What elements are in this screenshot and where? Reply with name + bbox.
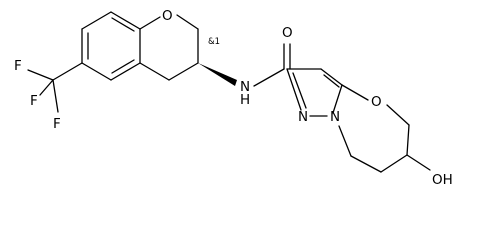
bond [341,84,369,101]
bond [39,79,54,96]
bond [111,59,135,74]
bond [139,16,161,30]
bond [81,11,112,30]
bond [176,14,199,30]
bond [111,17,135,32]
bond [27,69,54,81]
bond [52,79,59,113]
bond [323,74,340,88]
stereo-wedge [198,63,237,86]
molecule-svg: O O N H N N O OH F F F &1 [14,8,453,188]
atom-label-o-oxazepine: O [371,94,382,110]
bond [406,154,431,171]
atom-label-n-pyrazole-1: N [298,109,308,125]
bond [139,62,170,81]
wedge-bond [198,63,237,86]
atom-label-f3: F [53,116,61,132]
bond [110,62,141,81]
atom-label-h-amide: H [240,92,250,108]
bond [52,62,83,81]
structure-diagram: O O N H N N O OH F F F &1 [14,8,453,188]
bond [406,124,410,156]
bond [286,68,302,111]
bonds [27,11,431,173]
atom-label-oh: OH [432,172,453,188]
bond [110,11,141,30]
bond [320,68,343,86]
atom-label-o-amide: O [282,25,293,41]
atom-label-n-amide: N [240,79,250,95]
atom-label-f2: F [30,93,38,109]
bond [81,62,112,81]
atom-labels: O O N H N N O OH F F F &1 [14,8,453,188]
bond [168,62,199,81]
bond [332,84,343,114]
bond [338,125,352,157]
atom-label-o-ring: O [162,8,173,24]
bond [350,155,382,173]
bond [380,154,408,173]
atom-label-n-pyrazole-2: N [330,109,340,125]
atom-label-f1: F [14,58,22,74]
bond [253,68,285,87]
bond [386,104,410,126]
stereo-label: &1 [208,37,220,47]
bond [292,72,307,109]
